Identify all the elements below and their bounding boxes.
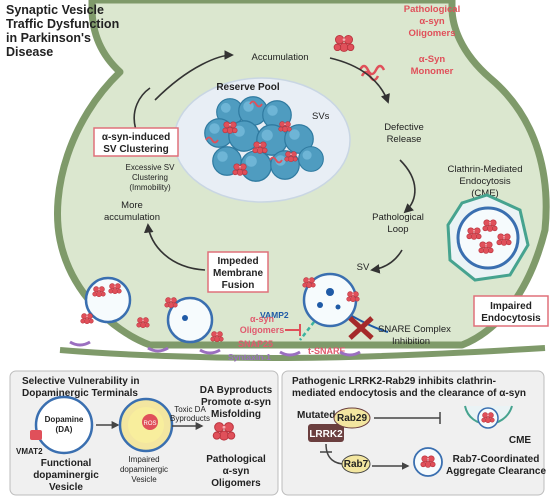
syntaxin-label: Syntaxin-1: [228, 352, 271, 362]
oligomer-cluster-icon: [80, 313, 94, 325]
legend-oligomers-line-1: Pathological: [404, 4, 460, 15]
pathological-line-1: Pathological: [206, 454, 266, 465]
title-line-4: Disease: [6, 45, 53, 59]
right-panel-title-line-1: Pathogenic LRRK2-Rab29 inhibits clathrin…: [292, 376, 496, 387]
functional-line-2: dopaminergic: [33, 470, 99, 481]
title-line-2: Traffic Dysfunction: [6, 17, 119, 31]
impaired-endocytosis-line-1: Impaired: [490, 301, 532, 312]
docking-vesicles: [80, 272, 360, 344]
monomer-squiggle-icon: [205, 100, 283, 164]
title-line-3: in Parkinson's: [6, 31, 91, 45]
lrrk2-label: LRRK2: [309, 429, 343, 440]
functional-line-1: Functional: [41, 458, 92, 469]
pathological-loop-line-2: Loop: [387, 224, 408, 235]
sv-icon: [298, 146, 324, 172]
defective-release-line-2: Release: [387, 134, 422, 145]
functional-line-3: Vesicle: [49, 482, 83, 493]
rab7-label: Rab7: [344, 459, 369, 470]
dopamine-line-1: Dopamine: [45, 415, 84, 424]
cme-panel-label: CME: [509, 435, 532, 446]
inhibition-line-1: SNARE Complex: [378, 324, 451, 335]
oligomers-label-line-1: α-syn: [250, 314, 274, 324]
left-panel-title-line-1: Selective Vulnerability in: [22, 376, 139, 387]
legend-oligomers-line-2: α-syn: [419, 16, 445, 27]
bottom-panel-right: Pathogenic LRRK2-Rab29 inhibits clathrin…: [281, 370, 546, 496]
toxic-line-2: Byproducts: [170, 414, 210, 423]
title-line-1: Synaptic Vesicle: [6, 3, 104, 17]
left-panel-title-line-2: Dopaminergic Terminals: [22, 388, 138, 399]
vmat2-label: VMAT2: [16, 447, 43, 456]
bottom-panel-left: Selective Vulnerability in Dopaminergic …: [9, 370, 279, 496]
cme-structure: Clathrin-Mediated Endocytosis (CME): [446, 164, 530, 282]
more-accumulation-line-1: More: [121, 200, 143, 211]
legend-monomer-line-1: α-Syn: [419, 54, 446, 65]
right-panel-title-line-2: mediated endocytosis and the clearance o…: [292, 388, 526, 399]
reserve-pool-label: Reserve Pool: [216, 82, 280, 93]
more-accumulation-line-2: accumulation: [104, 212, 160, 223]
pathological-line-2: α-syn: [223, 466, 250, 477]
excessive-line-3: (Immobility): [129, 183, 171, 192]
legend-monomer-line-2: Monomer: [411, 66, 454, 77]
cme-label-line-2: Endocytosis: [459, 176, 510, 187]
impaired-line-2: dopaminergic: [120, 465, 168, 474]
mutated-label: Mutated: [297, 410, 335, 421]
impaired-endocytosis-line-2: Endocytosis: [481, 313, 541, 324]
impaired-endocytosis-box: Impaired Endocytosis: [473, 295, 549, 327]
svs-label: SVs: [312, 111, 330, 122]
inhibition-x-icon: [348, 316, 374, 340]
tsnare-label: t-SNARE: [308, 346, 346, 356]
pathological-loop-line-1: Pathological: [372, 212, 424, 223]
da-byproducts-line-3: Misfolding: [211, 409, 261, 420]
vmat2-transporter-icon: [30, 430, 42, 440]
snare-complex: VAMP2 α-syn Oligomers SNAP25 Syntaxin-1 …: [69, 310, 451, 362]
da-byproducts-line-2: Promote α-syn: [201, 397, 271, 408]
clustering-box: α-syn-induced SV Clustering: [93, 127, 179, 157]
cycle-labels: Accumulation Defective Release Pathologi…: [104, 52, 424, 273]
figure-title: Synaptic Vesicle Traffic Dysfunction in …: [6, 3, 119, 59]
excessive-line-1: Excessive SV: [126, 163, 176, 172]
excessive-line-2: Clustering: [132, 173, 168, 182]
impaired-line-1: Impaired: [128, 455, 159, 464]
toxic-line-1: Toxic DA: [174, 405, 206, 414]
da-byproducts-line-1: DA Byproducts: [200, 385, 273, 396]
clustering-line-2: SV Clustering: [103, 144, 169, 155]
impeded-line-3: Fusion: [222, 280, 255, 291]
impeded-fusion-box: Impeded Membrane Fusion: [207, 251, 269, 293]
cycle-arrows: [133, 50, 416, 274]
sv-label: SV: [357, 262, 370, 273]
defective-release-line-1: Defective: [384, 122, 424, 133]
cme-label-line-3: (CME): [471, 188, 498, 199]
cme-label-line-1: Clathrin-Mediated: [448, 164, 523, 175]
pathological-line-3: Oligomers: [211, 478, 261, 489]
impeded-line-2: Membrane: [213, 268, 263, 279]
ros-burst-icon: [142, 414, 158, 430]
snap25-label: SNAP25: [238, 339, 273, 349]
impeded-line-1: Impeded: [217, 256, 258, 267]
impaired-line-3: Vesicle: [131, 475, 157, 484]
ros-label: ROS: [143, 421, 156, 427]
inhibition-line-2: Inhibition: [392, 336, 430, 347]
vamp2-label: VAMP2: [260, 310, 289, 320]
legend-oligomers-line-3: Oligomers: [409, 28, 456, 39]
clustering-line-1: α-syn-induced: [102, 132, 170, 143]
clearance-line-2: Aggregate Clearance: [446, 466, 546, 477]
rab29-label: Rab29: [337, 413, 367, 424]
accumulation-label: Accumulation: [251, 52, 308, 63]
clearance-line-1: Rab7-Coordinated: [453, 454, 540, 465]
reserve-pool: Reserve Pool SVs: [173, 77, 351, 203]
oligomers-label-line-2: Oligomers: [240, 325, 285, 335]
dopamine-line-2: (DA): [56, 425, 73, 434]
